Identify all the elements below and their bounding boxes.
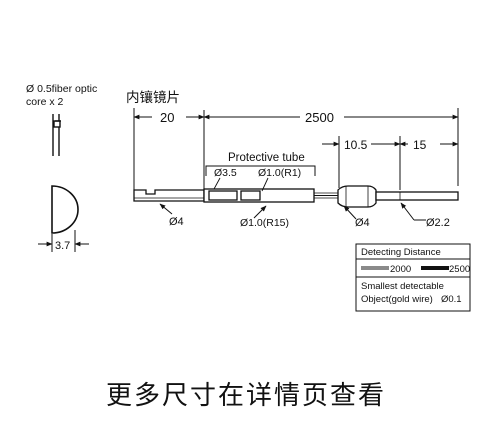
- fiber-label-line2: core x 2: [26, 96, 64, 108]
- main-drawing: 内镶镜片 20 2500 10.5: [126, 89, 459, 229]
- smallest-line2: Object(gold wire): [361, 294, 433, 305]
- fiber-core-symbol: [52, 114, 61, 156]
- dim-15-label: 15: [413, 138, 427, 152]
- inner-mirror-label: 内镶镜片: [126, 89, 180, 106]
- info-box-title: Detecting Distance: [361, 247, 441, 258]
- protective-tube-label: Protective tube: [228, 152, 305, 164]
- info-box: Detecting Distance 2000 2500 Smallest de…: [355, 243, 471, 312]
- black-bar-swatch: [421, 266, 449, 270]
- sensor-body: [133, 185, 459, 208]
- dim-2500-label: 2500: [305, 110, 334, 125]
- gray-bar-swatch: [361, 266, 389, 270]
- protective-tube-bracket: [205, 165, 316, 176]
- dia-2-2-label: Ø2.2: [426, 217, 450, 229]
- dia-1-0-r1-label: Ø1.0(R1): [258, 167, 301, 179]
- width-dimension: [38, 230, 89, 252]
- dia-3-5-label: Ø3.5: [214, 167, 237, 179]
- smallest-line1: Smallest detectable: [361, 281, 444, 292]
- smallest-value: Ø0.1: [441, 294, 462, 305]
- footer-text: 更多尺寸在详情页查看: [105, 381, 386, 411]
- d-shape-profile: [51, 185, 79, 234]
- dia-4-right-label: Ø4: [355, 217, 370, 229]
- side-view: Ø 0.5fiber optic core x 2 3.7: [26, 83, 97, 252]
- fiber-label-line1: Ø 0.5fiber optic: [26, 83, 97, 95]
- width-dim-label: 3.7: [55, 240, 70, 252]
- dia-1-0-r15-label: Ø1.0(R15): [240, 217, 289, 229]
- dim-10-5-label: 10.5: [344, 138, 368, 152]
- val-black: 2500: [449, 264, 470, 275]
- dim-20-label: 20: [160, 110, 174, 125]
- dia-4-left-label: Ø4: [169, 216, 184, 228]
- val-gray: 2000: [390, 264, 411, 275]
